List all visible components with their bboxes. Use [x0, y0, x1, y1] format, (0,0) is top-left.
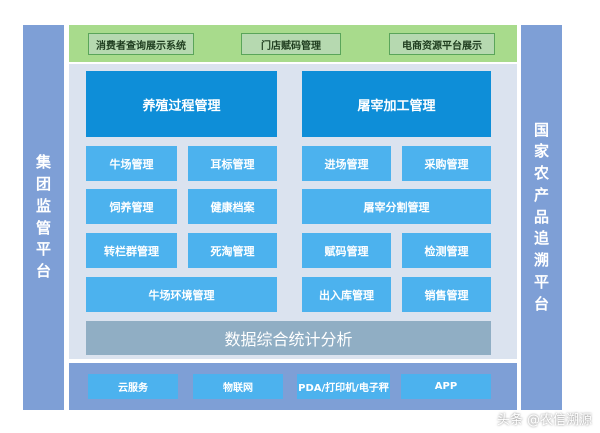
warehouse-io-management: 出入库管理	[302, 277, 391, 312]
left-platform-label: 集团监管平台	[36, 153, 52, 280]
procurement-management: 采购管理	[402, 146, 491, 181]
app: APP	[401, 374, 491, 399]
ear-tag-management: 耳标管理	[188, 146, 277, 181]
store-coding-management: 门店赋码管理	[241, 33, 341, 55]
coding-management: 赋码管理	[302, 233, 391, 268]
farm-management: 牛场管理	[86, 146, 177, 181]
right-platform-label: 国家农产品追溯平台	[534, 120, 550, 313]
iot: 物联网	[193, 374, 283, 399]
left-platform: 集团监管平台	[23, 25, 64, 410]
ecommerce-platform-display: 电商资源平台展示	[389, 33, 495, 55]
breeding-process-header: 养殖过程管理	[86, 71, 277, 137]
cloud-service: 云服务	[88, 374, 178, 399]
data-statistics-bar: 数据综合统计分析	[86, 321, 491, 355]
culling-management: 死淘管理	[188, 233, 277, 268]
health-records: 健康档案	[188, 189, 277, 224]
watermark: 头条 @农信溯源	[496, 412, 592, 428]
pen-transfer-management: 转栏群管理	[86, 233, 177, 268]
pda-printer-scale: PDA/打印机/电子秤	[297, 374, 390, 399]
farm-environment-management: 牛场环境管理	[86, 277, 277, 312]
consumer-query-system: 消费者查询展示系统	[88, 33, 194, 55]
slaughter-processing-header: 屠宰加工管理	[302, 71, 491, 137]
sales-management: 销售管理	[402, 277, 491, 312]
slaughter-cutting-management: 屠宰分割管理	[302, 189, 491, 224]
inspection-management: 检测管理	[402, 233, 491, 268]
right-platform: 国家农产品追溯平台	[521, 25, 562, 410]
feeding-management: 饲养管理	[86, 189, 177, 224]
entry-management: 进场管理	[302, 146, 391, 181]
